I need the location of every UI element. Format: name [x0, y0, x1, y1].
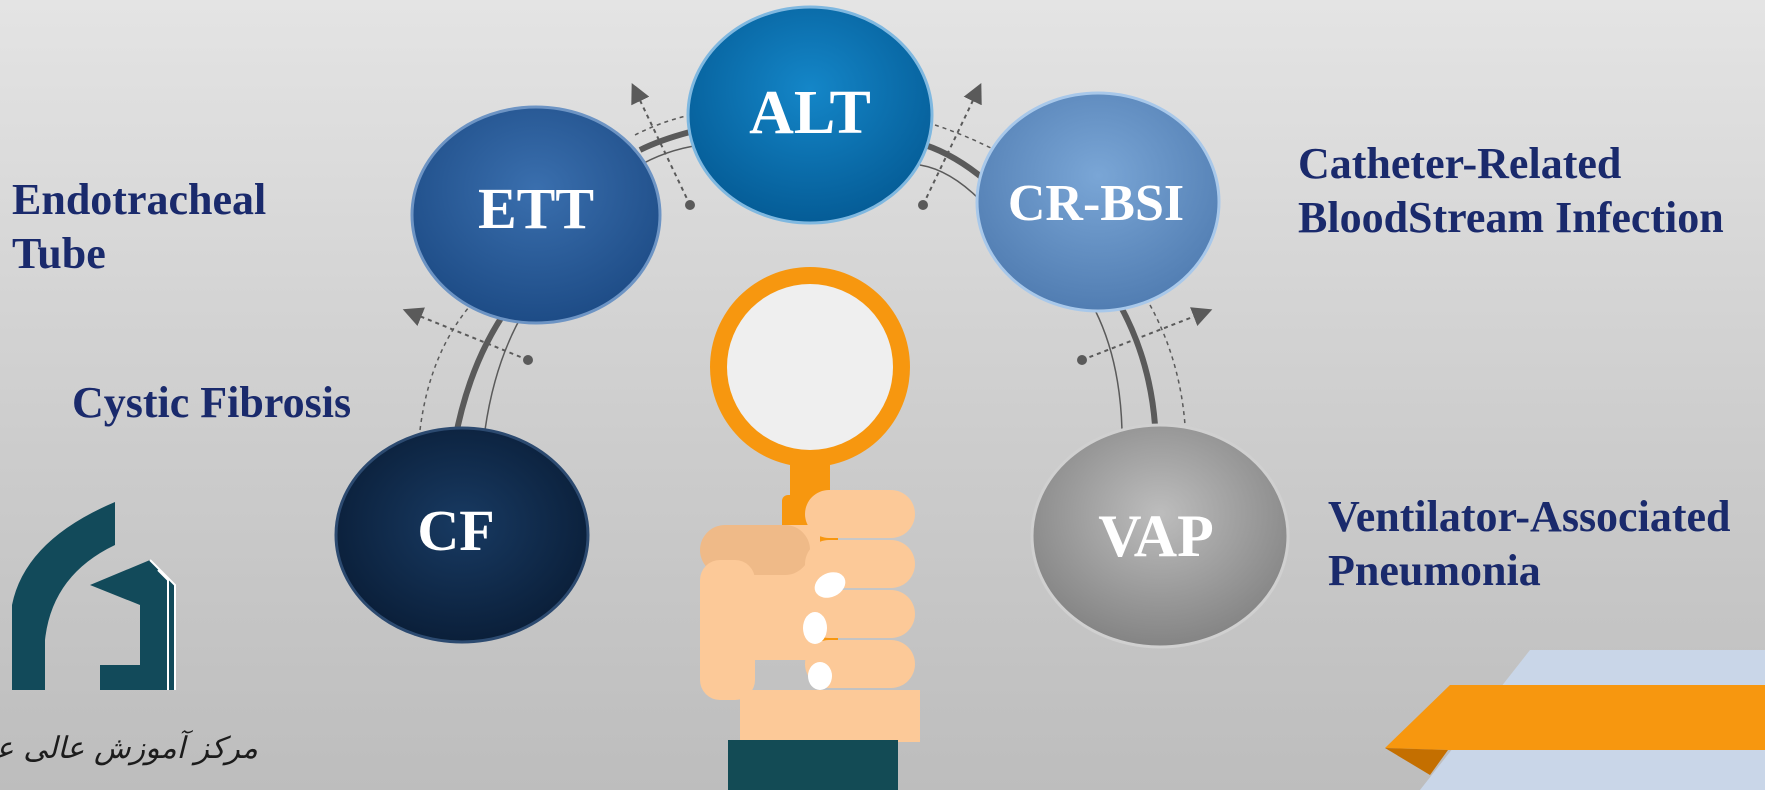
- logo-caption: مرکز آموزش عالی علوم پزشکی وارستان: [0, 729, 258, 766]
- node-cf: CF: [334, 426, 590, 644]
- node-crbsi-label: CR-BSI: [1008, 175, 1184, 232]
- node-alt-label: ALT: [749, 79, 871, 147]
- label-catheter-related: Catheter-Related BloodStream Infection: [1298, 137, 1724, 245]
- logo-icon: مرکز آموزش عالی علوم پزشکی وارستان: [0, 502, 258, 766]
- label-vap-line2: Pneumonia: [1328, 546, 1541, 595]
- label-crbsi-line2: BloodStream Infection: [1298, 193, 1724, 242]
- label-endotracheal-tube: Endotracheal Tube: [12, 173, 266, 281]
- hand-icon: [700, 490, 920, 790]
- node-ett-label: ETT: [478, 176, 594, 241]
- label-ett-line2: Tube: [12, 229, 106, 278]
- node-alt: ALT: [686, 5, 934, 225]
- label-vap-line1: Ventilator-Associated: [1328, 492, 1731, 541]
- label-crbsi-line1: Catheter-Related: [1298, 139, 1622, 188]
- node-ett: ETT: [410, 105, 662, 325]
- arrow-dots: [523, 200, 1087, 365]
- label-cf-text: Cystic Fibrosis: [72, 378, 352, 427]
- label-ventilator-associated: Ventilator-Associated Pneumonia: [1328, 490, 1730, 598]
- node-cf-label: CF: [417, 498, 494, 563]
- node-crbsi: CR-BSI: [975, 91, 1221, 313]
- node-vap: VAP: [1030, 423, 1290, 649]
- label-cystic-fibrosis: Cystic Fibrosis: [72, 376, 351, 430]
- corner-banner: [1385, 650, 1765, 790]
- label-ett-line1: Endotracheal: [12, 175, 267, 224]
- dotted-arrows: [402, 82, 1213, 361]
- node-vap-label: VAP: [1098, 503, 1214, 569]
